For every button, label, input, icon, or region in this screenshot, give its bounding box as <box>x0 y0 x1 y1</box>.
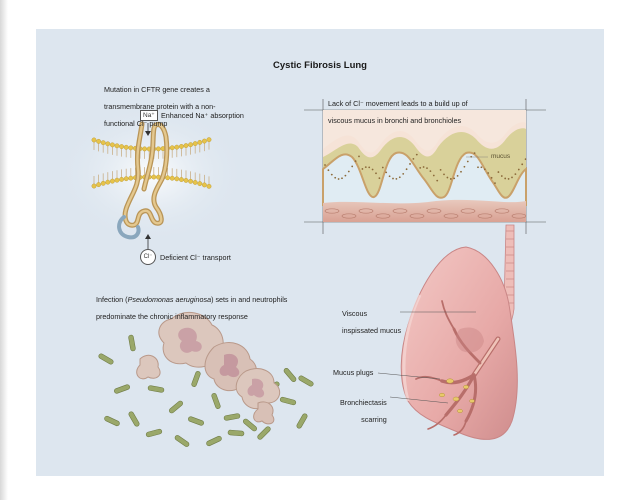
scarring-leader-line <box>389 396 449 404</box>
scarring-label-line-2: scarring <box>361 414 387 424</box>
na-ion-chip: Na⁺ <box>140 110 158 121</box>
cl-arrow-head <box>145 234 151 239</box>
epithelium-layer <box>322 151 527 206</box>
cl-transport-label: Deficient Cl⁻ transport <box>160 253 231 262</box>
lipid-bilayer-top <box>91 137 212 159</box>
mucus-caption-line-2: viscous mucus in bronchi and bronchioles <box>328 115 462 125</box>
bronchial-tree <box>415 300 501 436</box>
mucus-caption: Lack of Cl⁻ movement leads to a build up… <box>328 91 468 134</box>
lung-illustration <box>377 224 518 440</box>
infection-illustration <box>98 311 314 447</box>
scarring-label-line-1: Bronchiectasis <box>340 397 387 407</box>
mucus-plugs <box>438 378 475 413</box>
airway-cross-section <box>304 99 546 234</box>
tissue-cells <box>324 208 527 219</box>
infection-caption-line-2: predominate the chronic inflammatory res… <box>96 311 248 321</box>
epithelium-cilia <box>324 152 527 184</box>
viscous-mucus-label: Viscous inspissated mucus <box>342 301 401 344</box>
viscous-label-line-2: inspissated mucus <box>342 325 402 335</box>
cftr-caption-line-1: Mutation in CFTR gene creates a <box>104 84 210 94</box>
mucus-layer <box>323 110 526 153</box>
bronchiectasis-label: Bronchiectasis scarring <box>340 390 387 433</box>
page-title: Cystic Fibrosis Lung <box>273 60 367 71</box>
cftr-caption: Mutation in CFTR gene creates a transmem… <box>104 77 215 137</box>
plugs-leader-line <box>377 372 441 380</box>
cftr-caption-line-2: transmembrane protein with a non- <box>104 101 216 111</box>
infection-text-post: ) sets in and neutrophils <box>211 294 288 304</box>
viscous-label-line-1: Viscous <box>342 308 368 318</box>
mucus-plugs-label: Mucus plugs <box>333 368 374 377</box>
infection-caption: Infection (Pseudomonas aeruginosa) sets … <box>96 287 287 330</box>
cftr-membrane-illustration <box>56 104 246 249</box>
mucus-caption-line-1: Lack of Cl⁻ movement leads to a build up… <box>328 98 468 108</box>
illustration-svg <box>56 99 546 447</box>
cftr-caption-line-3: functional Cl⁻ pump <box>104 118 168 128</box>
neutrophil-cluster <box>136 311 281 425</box>
cftr-protein-domain <box>117 215 141 240</box>
mucus-label: mucus <box>491 153 511 160</box>
cl-ion-circle: Cl⁻ <box>140 249 156 265</box>
na-arrow-head <box>145 131 151 136</box>
na-absorption-label: Enhanced Na⁺ absorption <box>161 111 244 120</box>
illustration-panel: Cystic Fibrosis Lung Mutation in CFTR ge… <box>36 29 604 476</box>
left-edge-shadow <box>0 0 8 500</box>
infection-caption-line-1: Infection (Pseudomonas aeruginosa) sets … <box>96 294 288 305</box>
infection-text-pre: Infection ( <box>96 294 128 304</box>
pathogen-name: Pseudomonas aeruginosa <box>127 294 212 304</box>
